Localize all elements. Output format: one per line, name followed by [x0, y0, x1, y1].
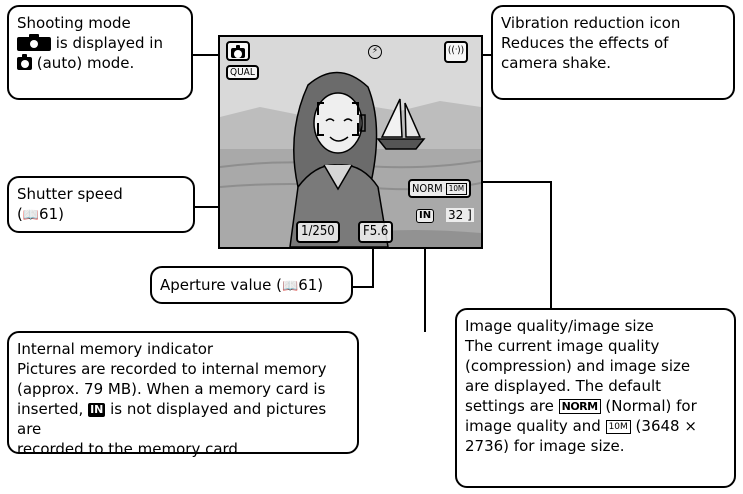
page-reference-icon: 📖 [22, 208, 40, 223]
scene-illustration [220, 37, 481, 247]
callout-image-quality: Image quality/image size The current ima… [455, 308, 736, 488]
shooting-mode-indicator [226, 41, 250, 61]
camera-icon [17, 54, 32, 70]
aperture-indicator: F5.6 [358, 221, 394, 243]
in-label: IN [419, 210, 432, 221]
memory-line3: (approx. 79 MB). When a memory card is [17, 380, 326, 398]
memory-line4: inserted, IN is not displayed and pictur… [17, 400, 327, 438]
callout-vibration-reduction: Vibration reduction icon Reduces the eff… [491, 5, 735, 100]
internal-memory-indicator: IN [416, 209, 435, 223]
connector-aperture-v [372, 232, 374, 288]
aperture-value: F5.6 [363, 224, 389, 239]
internal-memory-icon: IN [88, 402, 106, 417]
callout-internal-memory: Internal memory indicator Pictures are r… [7, 331, 359, 458]
camera-icon [231, 45, 245, 58]
image-quality-indicator: NORM 10M [408, 179, 472, 198]
shooting-mode-line2: is displayed in [17, 33, 183, 53]
vr-line2: Reduces the effects of [501, 34, 669, 52]
camera-monitor: QUAL ⚡ ((ᐧ)) 1/250 F5.6 NORM 10M IN 32 ] [218, 35, 483, 249]
shutter-speed-value: 1/250 [301, 224, 335, 239]
norm-icon: NORM [558, 399, 601, 414]
flash-mode-icon: ⚡ [368, 45, 382, 59]
qual-label: QUAL [230, 67, 255, 78]
callout-aperture: Aperture value (📖61) [150, 266, 353, 304]
quality-line6: image quality and 10M (3648 × [465, 417, 697, 435]
vr-line3: camera shake. [501, 54, 612, 72]
shutter-title: Shutter speed [17, 185, 123, 203]
shooting-mode-title: Shooting mode [17, 14, 131, 32]
qual-indicator: QUAL [226, 65, 259, 80]
connector-quality-h [470, 181, 552, 183]
connector-memory-v [424, 240, 426, 332]
shutter-ref: (📖61) [17, 204, 185, 226]
callout-shutter-speed: Shutter speed (📖61) [7, 176, 195, 233]
connector-quality-v [550, 181, 552, 309]
memory-line5: recorded to the memory card. [17, 440, 243, 458]
callout-shooting-mode: Shooting mode is displayed in (auto) mod… [7, 5, 193, 100]
quality-title: Image quality/image size [465, 317, 654, 335]
page-reference-icon: 📖 [282, 279, 299, 294]
aperture-page: 61) [298, 276, 324, 294]
frames-remaining-value: 32 [448, 208, 464, 222]
memory-title: Internal memory indicator [17, 340, 214, 358]
frames-remaining: 32 ] [446, 208, 474, 222]
aperture-label: Aperture value ( [160, 276, 282, 294]
quality-line5: settings are NORM (Normal) for [465, 397, 697, 415]
memory-line2: Pictures are recorded to internal memory [17, 360, 327, 378]
vr-title: Vibration reduction icon [501, 14, 681, 32]
camera-icon [17, 33, 51, 51]
connector-shooting-mode [192, 54, 224, 56]
vibration-reduction-icon: ((ᐧ)) [444, 41, 468, 63]
quality-line2: The current image quality [465, 337, 660, 355]
shutter-speed-indicator: 1/250 [296, 221, 340, 243]
quality-line3: (compression) and image size [465, 357, 691, 375]
quality-line7: 2736) for image size. [465, 437, 625, 455]
quality-line4: are displayed. The default [465, 377, 662, 395]
image-size-icon: 10M [605, 419, 631, 434]
connector-aperture-h [352, 286, 374, 288]
image-size-label: 10M [445, 183, 468, 195]
shooting-mode-line3: (auto) mode. [17, 53, 183, 73]
norm-label: NORM [412, 182, 443, 195]
